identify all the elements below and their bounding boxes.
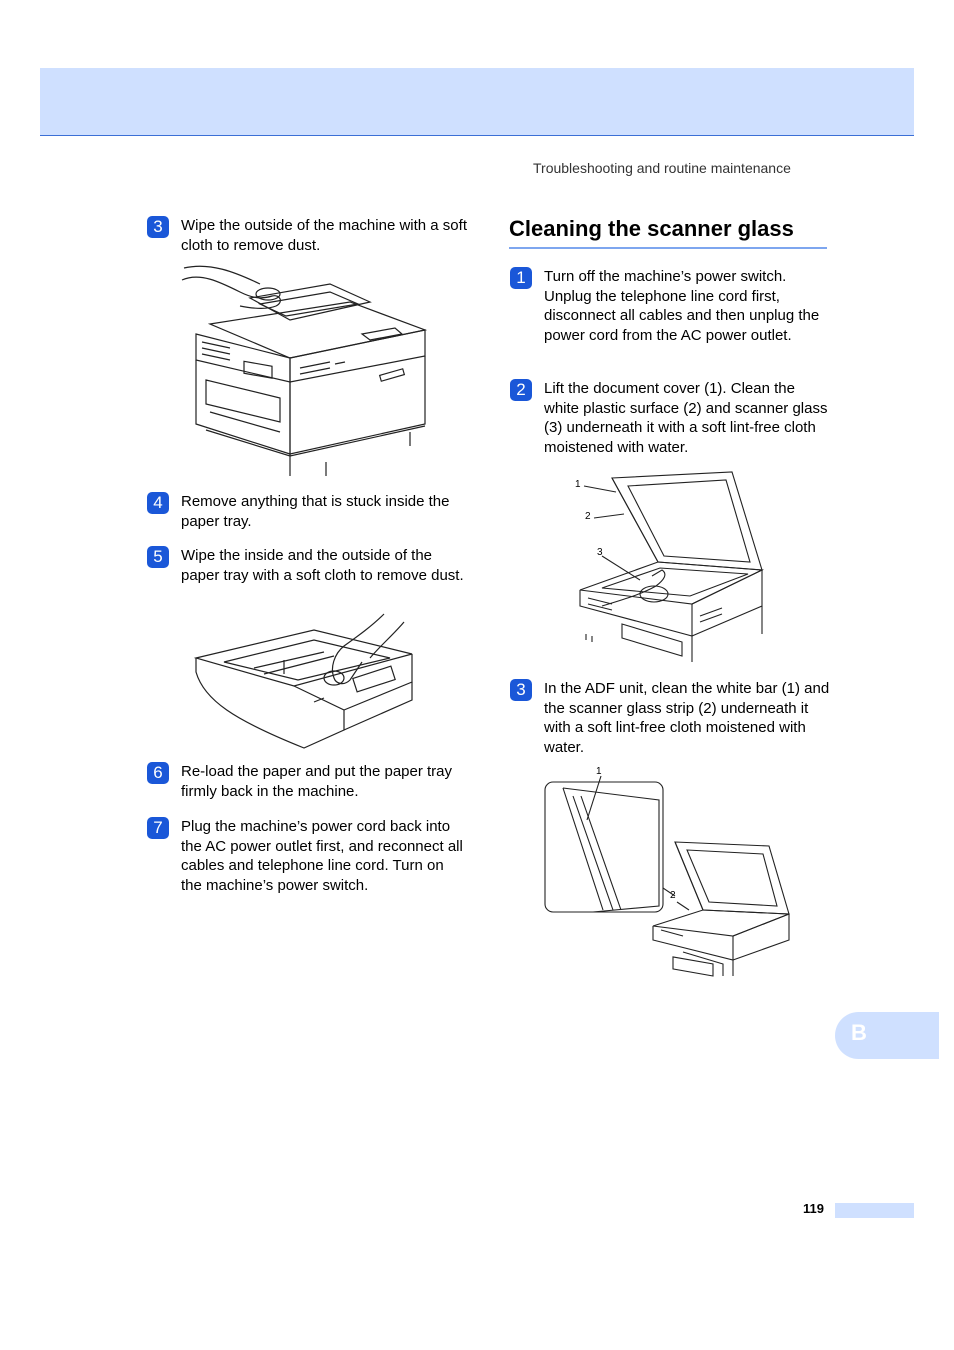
step-number-badge: 7: [147, 817, 169, 839]
chapter-tab: B: [835, 1012, 939, 1059]
step-text: Re-load the paper and put the paper tray…: [181, 763, 453, 800]
chapter-tab-letter: B: [851, 1020, 867, 1045]
section-title: Cleaning the scanner glass: [509, 216, 827, 249]
step-number-badge: 1: [510, 267, 532, 289]
step-text: Plug the machine’s power cord back into …: [181, 818, 463, 894]
scanner-glass-illustration: [572, 466, 766, 664]
step-number-badge: 6: [147, 762, 169, 784]
header-band: [40, 68, 914, 136]
step-text: Wipe the outside of the machine with a s…: [181, 217, 467, 254]
step-text: Lift the document cover (1). Clean the w…: [544, 380, 828, 456]
step-number-badge: 3: [147, 216, 169, 238]
step-text: In the ADF unit, clean the white bar (1)…: [544, 680, 830, 756]
cover-callout-1: 1: [575, 479, 581, 490]
running-head: Troubleshooting and routine maintenance: [533, 160, 791, 176]
step-number-badge: 5: [147, 546, 169, 568]
step-number-badge: 2: [510, 379, 532, 401]
page-number: 119: [803, 1201, 824, 1216]
step-text: Wipe the inside and the outside of the p…: [181, 547, 464, 584]
paper-tray-illustration: [194, 612, 416, 752]
step-number-badge: 3: [510, 679, 532, 701]
step-number-badge: 4: [147, 492, 169, 514]
adf-callout-1: 1: [596, 766, 602, 777]
footer-bar: [835, 1203, 914, 1218]
cover-callout-2: 2: [585, 511, 591, 522]
step-text: Turn off the machine’s power switch. Unp…: [544, 268, 820, 344]
adf-callout-2: 2: [670, 890, 676, 901]
step-text: Remove anything that is stuck inside the…: [181, 493, 450, 530]
machine-wipe-illustration: [180, 262, 430, 480]
cover-callout-3: 3: [597, 547, 603, 558]
adf-cleaning-illustration: [543, 770, 791, 978]
